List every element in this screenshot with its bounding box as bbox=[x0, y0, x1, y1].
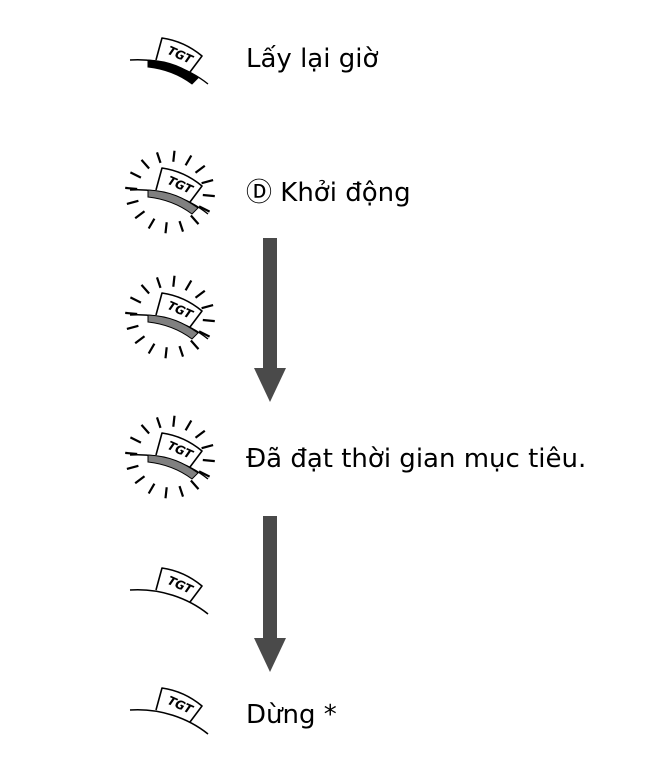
tgt-indicator-off-icon: TGT bbox=[129, 567, 209, 615]
arrow-head bbox=[254, 368, 286, 402]
flash-ray bbox=[125, 451, 138, 456]
flash-ray bbox=[178, 345, 185, 357]
indicator-band bbox=[147, 59, 199, 85]
flash-ray bbox=[140, 284, 150, 295]
flash-ray bbox=[184, 154, 193, 166]
flash-ray bbox=[194, 289, 206, 299]
indicator-band bbox=[147, 454, 199, 480]
flash-ray bbox=[190, 479, 200, 490]
indicator-band bbox=[147, 189, 199, 215]
step-label-start: Ⓓ Khởi động bbox=[246, 178, 411, 208]
flash-ray bbox=[164, 222, 168, 234]
flash-ray bbox=[198, 470, 211, 478]
arrow-shaft bbox=[263, 238, 277, 370]
flash-ray bbox=[190, 214, 200, 225]
flash-ray bbox=[129, 171, 142, 179]
flash-ray bbox=[178, 220, 185, 232]
flash-ray bbox=[155, 417, 162, 429]
tgt-indicator-solid-icon: TGT bbox=[129, 37, 209, 85]
indicator-band bbox=[147, 314, 199, 340]
arrow-shaft bbox=[263, 516, 277, 640]
flash-ray bbox=[201, 444, 214, 450]
flash-ray bbox=[147, 343, 156, 355]
flash-ray bbox=[198, 205, 211, 213]
flash-ray bbox=[126, 324, 139, 330]
flash-ray bbox=[126, 464, 139, 470]
flash-ray bbox=[190, 339, 200, 350]
step-label-stop: Dừng * bbox=[246, 700, 337, 730]
flash-ray bbox=[172, 275, 176, 287]
flash-ray bbox=[140, 159, 150, 170]
flash-ray bbox=[134, 335, 146, 345]
down-arrow-icon bbox=[254, 516, 286, 672]
indicator-arc bbox=[129, 588, 209, 615]
flash-ray bbox=[155, 152, 162, 164]
flash-ray bbox=[184, 279, 193, 291]
flash-ray bbox=[178, 485, 185, 497]
down-arrow-icon bbox=[254, 238, 286, 402]
flash-ray bbox=[202, 458, 215, 463]
flash-ray bbox=[172, 150, 176, 162]
flash-ray bbox=[164, 487, 168, 499]
flash-ray bbox=[202, 193, 215, 198]
step-label-retrieve-time: Lấy lại giờ bbox=[246, 44, 379, 74]
flash-ray bbox=[125, 186, 138, 191]
indicator-arc bbox=[129, 708, 209, 735]
flash-ray bbox=[194, 429, 206, 439]
tgt-indicator-off-icon: TGT bbox=[129, 687, 209, 735]
flash-ray bbox=[134, 210, 146, 220]
flash-ray bbox=[198, 330, 211, 338]
flash-ray bbox=[129, 436, 142, 444]
flash-ray bbox=[201, 179, 214, 185]
flash-ray bbox=[129, 296, 142, 304]
flash-ray bbox=[184, 419, 193, 431]
step-label-target-reached: Đã đạt thời gian mục tiêu. bbox=[246, 444, 587, 474]
flash-ray bbox=[125, 311, 138, 316]
arrow-head bbox=[254, 638, 286, 672]
flash-ray bbox=[172, 415, 176, 427]
tgt-indicator-flashing-icon: TGT bbox=[125, 415, 215, 499]
flash-ray bbox=[147, 483, 156, 495]
flash-ray bbox=[201, 304, 214, 310]
flash-ray bbox=[134, 475, 146, 485]
tgt-indicator-flashing-icon: TGT bbox=[125, 150, 215, 234]
flash-ray bbox=[202, 318, 215, 323]
flash-ray bbox=[155, 277, 162, 289]
flash-ray bbox=[140, 424, 150, 435]
tgt-indicator-flashing-icon: TGT bbox=[125, 275, 215, 359]
flash-ray bbox=[126, 199, 139, 205]
flash-ray bbox=[147, 218, 156, 230]
flash-ray bbox=[194, 164, 206, 174]
flash-ray bbox=[164, 347, 168, 359]
